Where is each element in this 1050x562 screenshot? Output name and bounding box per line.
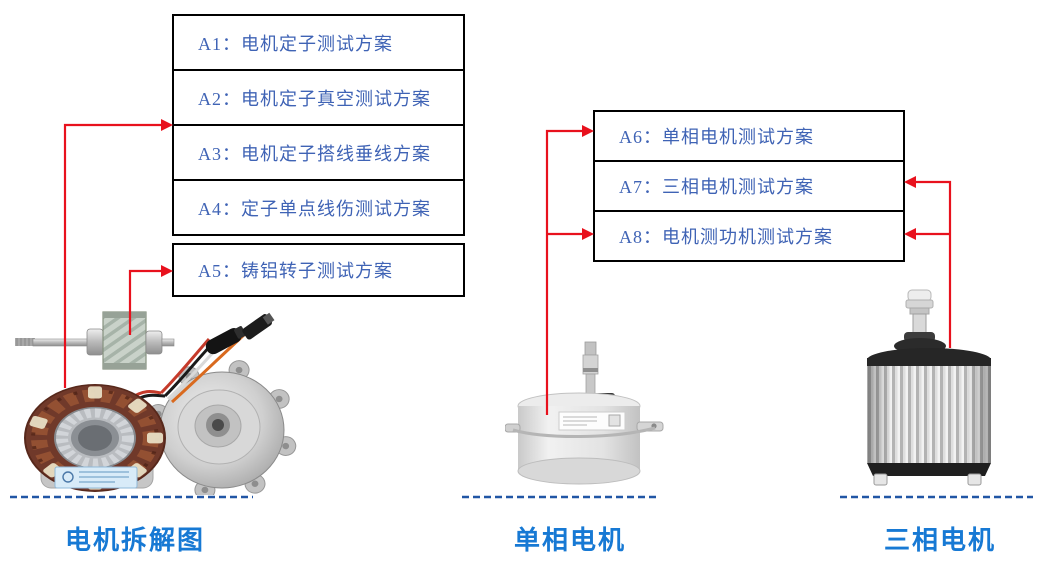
box-a3-label: A3：电机定子搭线垂线方案 — [198, 143, 431, 164]
caption-single-phase-motor: 单相电机 — [513, 525, 626, 555]
box-a5: A5：铸铝转子测试方案 — [172, 243, 465, 297]
box-a7: A7：三相电机测试方案 — [593, 160, 905, 212]
box-a2: A2：电机定子真空测试方案 — [172, 69, 465, 126]
box-a7-label: A7：三相电机测试方案 — [619, 177, 814, 197]
box-a4: A4：定子单点线伤测试方案 — [172, 179, 465, 236]
stator-solutions-group: A1：电机定子测试方案 A2：电机定子真空测试方案 A3：电机定子搭线垂线方案 … — [172, 14, 465, 236]
three-phase-motor-image — [867, 289, 991, 486]
box-a8-label: A8：电机测功机测试方案 — [619, 227, 833, 247]
caption-three-phase-motor: 三相电机 — [883, 525, 996, 555]
stator-part — [24, 384, 166, 492]
rotor-shaft-assembly — [15, 311, 175, 370]
box-a6-label: A6：单相电机测试方案 — [619, 127, 814, 147]
disassembled-motor-image — [15, 311, 297, 495]
box-a1-label: A1：电机定子测试方案 — [198, 33, 393, 54]
box-a4-label: A4：定子单点线伤测试方案 — [198, 198, 431, 219]
box-a6: A6：单相电机测试方案 — [593, 110, 905, 162]
motor-housing — [147, 360, 297, 495]
motor-solutions-group: A6：单相电机测试方案 A7：三相电机测试方案 A8：电机测功机测试方案 — [593, 110, 905, 262]
box-a5-label: A5：铸铝转子测试方案 — [198, 261, 393, 281]
caption-disassembled-motor: 电机拆解图 — [64, 525, 205, 555]
box-a8: A8：电机测功机测试方案 — [593, 210, 905, 262]
rotor-solution-group: A5：铸铝转子测试方案 — [172, 243, 465, 297]
arrowhead-a8-right — [904, 228, 916, 240]
box-a1: A1：电机定子测试方案 — [172, 14, 465, 71]
box-a2-label: A2：电机定子真空测试方案 — [198, 88, 431, 109]
single-phase-motor-image — [505, 341, 664, 485]
motor-wires — [129, 312, 275, 404]
box-a3: A3：电机定子搭线垂线方案 — [172, 124, 465, 181]
arrowhead-a7 — [904, 176, 916, 188]
